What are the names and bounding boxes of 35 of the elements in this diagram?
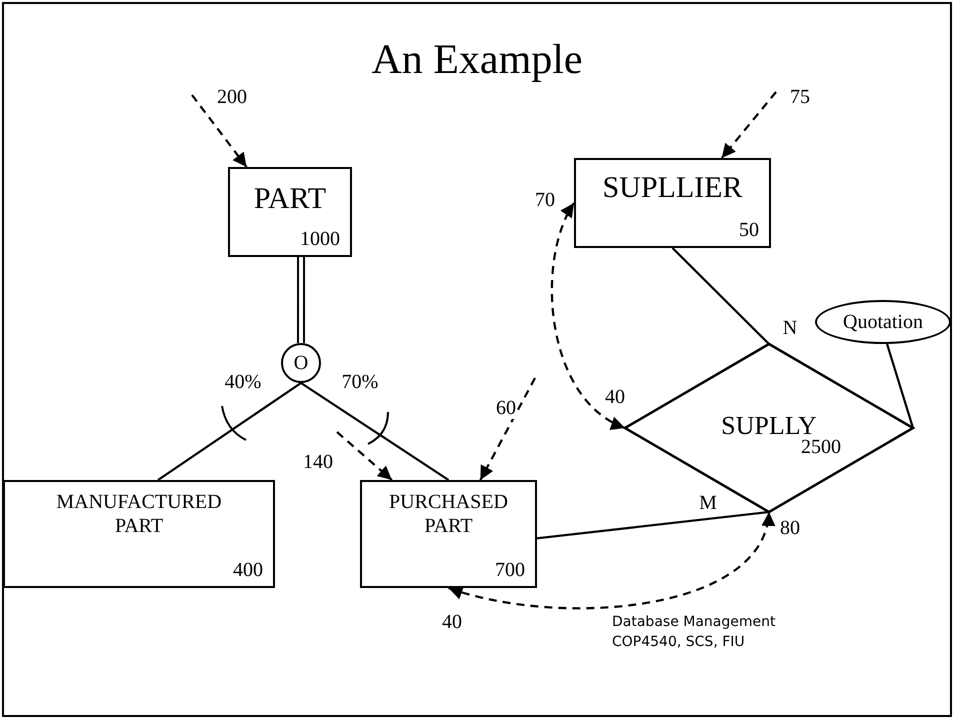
relationship-diamond [625, 344, 913, 512]
count-label: 400 [233, 559, 263, 581]
connector-line [672, 247, 770, 345]
connector-line [536, 510, 770, 540]
count-label: 1000 [300, 228, 340, 250]
entity-box [228, 167, 352, 257]
footer-note: Database Management COP4540, SCS, FIU [612, 613, 776, 652]
title: An Example [370, 36, 584, 84]
entity-box [3, 480, 275, 588]
dashed-arrow [336, 431, 393, 481]
attribute-ellipse [815, 300, 951, 344]
count-label: 80 [780, 517, 800, 539]
entity-box [574, 158, 771, 248]
dashed-arrow [551, 202, 626, 429]
connector-line [157, 382, 302, 481]
attribute-name: Quotation [843, 310, 923, 334]
specialization-circle [281, 343, 321, 383]
entity-name: MANUFACTURED PART [55, 490, 223, 538]
count-label: 40 [605, 386, 625, 408]
dashed-arrow [479, 377, 536, 481]
count-label: 50 [739, 219, 759, 241]
entity-box [360, 480, 537, 588]
count-label: 40 [442, 611, 462, 633]
connector-line [300, 382, 450, 481]
overlap-symbol: O [294, 352, 308, 374]
entity-name: PURCHASED PART [388, 490, 509, 538]
double-line [297, 256, 306, 344]
connector-line [886, 344, 914, 428]
dashed-arrow [448, 512, 773, 610]
entity-name: SUPLLIER [602, 170, 742, 206]
count-label: 700 [495, 559, 525, 581]
entity-name: PART [254, 181, 326, 217]
dashed-arrow [191, 94, 248, 168]
count-label: 70 [535, 189, 555, 211]
dashed-arrow [720, 91, 777, 159]
